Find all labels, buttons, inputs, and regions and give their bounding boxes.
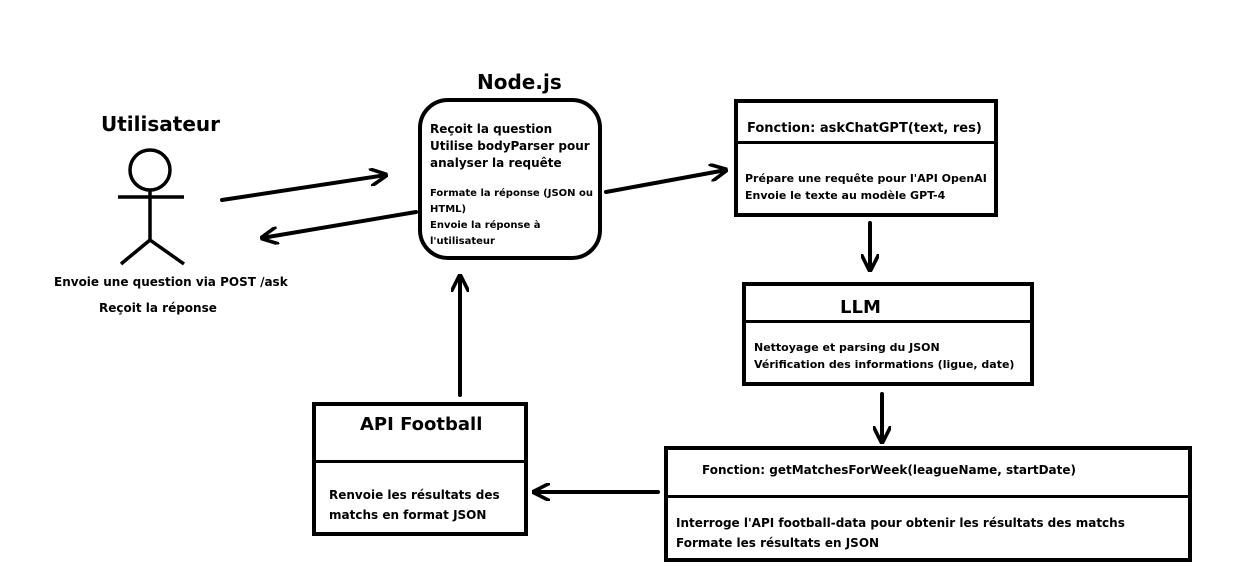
node-line: HTML) [430, 204, 467, 215]
node-line: Utilise bodyParser pour [430, 139, 590, 153]
user-action-send: Envoie une question via POST /ask [54, 275, 288, 289]
getmatches-box: Fonction: getMatchesForWeek(leagueName, … [664, 446, 1192, 562]
llm-divider [746, 320, 1030, 323]
askchatgpt-divider [738, 141, 994, 144]
askchatgpt-box: Fonction: askChatGPT(text, res) Prépare … [734, 99, 998, 217]
askchatgpt-line: Envoie le texte au modèle GPT-4 [745, 189, 946, 202]
node-title: Node.js [477, 70, 562, 94]
apifootball-divider [316, 460, 524, 463]
getmatches-divider [668, 495, 1188, 498]
getmatches-header: Fonction: getMatchesForWeek(leagueName, … [702, 463, 1077, 477]
apifootball-box: API Football Renvoie les résultats des m… [312, 402, 528, 536]
arrow-node-to-askchatgpt [604, 170, 726, 194]
user-stick-figure-icon [118, 148, 186, 266]
node-line: analyser la requête [430, 156, 562, 170]
node-line: Reçoit la question [430, 122, 553, 136]
arrow-user-to-node [220, 175, 386, 202]
node-line: l'utilisateur [430, 236, 495, 247]
apifootball-line: Renvoie les résultats des [329, 488, 500, 502]
apifootball-header: API Football [360, 414, 483, 435]
askchatgpt-line: Prépare une requête pour l'API OpenAI [745, 172, 987, 185]
llm-line: Vérification des informations (ligue, da… [754, 358, 1015, 371]
user-title: Utilisateur [101, 112, 220, 136]
askchatgpt-header: Fonction: askChatGPT(text, res) [747, 121, 982, 136]
apifootball-line: matchs en format JSON [329, 508, 487, 522]
node-line: Formate la réponse (JSON ou [430, 188, 594, 199]
node-box: Reçoit la question Utilise bodyParser po… [418, 98, 602, 260]
getmatches-line: Interroge l'API football-data pour obten… [676, 516, 1125, 530]
llm-header: LLM [840, 297, 881, 318]
user-action-receive: Reçoit la réponse [99, 301, 217, 315]
node-line: Envoie la réponse à [430, 220, 541, 231]
arrow-node-to-user [262, 210, 418, 238]
llm-line: Nettoyage et parsing du JSON [754, 341, 940, 354]
llm-box: LLM Nettoyage et parsing du JSON Vérific… [742, 282, 1034, 386]
getmatches-line: Formate les résultats en JSON [676, 536, 880, 550]
